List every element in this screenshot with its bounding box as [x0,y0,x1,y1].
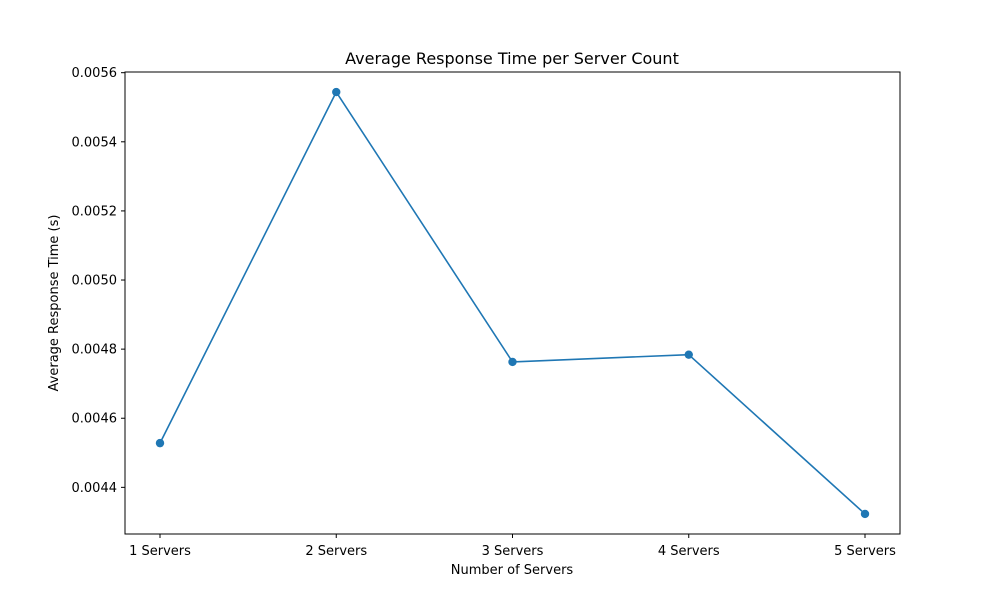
x-tick-label: 3 Servers [482,544,544,559]
y-tick-label: 0.0054 [72,135,118,150]
y-tick-label: 0.0050 [72,274,118,289]
y-tick-label: 0.0048 [72,343,118,358]
chart-title: Average Response Time per Server Count [345,49,679,68]
x-axis-label: Number of Servers [451,563,574,578]
y-tick-label: 0.0046 [72,412,118,427]
data-point [155,438,165,448]
data-point [684,350,693,359]
x-tick-label: 1 Servers [129,544,191,559]
series-line [159,91,866,515]
x-tick-label: 2 Servers [305,544,367,559]
plot-frame [124,71,901,535]
x-tick-label: 4 Servers [658,544,720,559]
data-point [860,509,870,519]
plot-area: 0.0044 0.0046 0.0048 0.0050 0.0052 0.0054 0.00… [72,66,897,559]
y-tick-label: 0.0056 [72,66,118,81]
x-tick-label: 5 Servers [834,544,896,559]
y-tick-label: 0.0052 [72,204,118,219]
y-tick-label: 0.0044 [72,481,118,496]
data-point [508,357,517,367]
data-point [332,87,341,97]
y-axis-label: Average Response Time (s) [47,215,62,392]
